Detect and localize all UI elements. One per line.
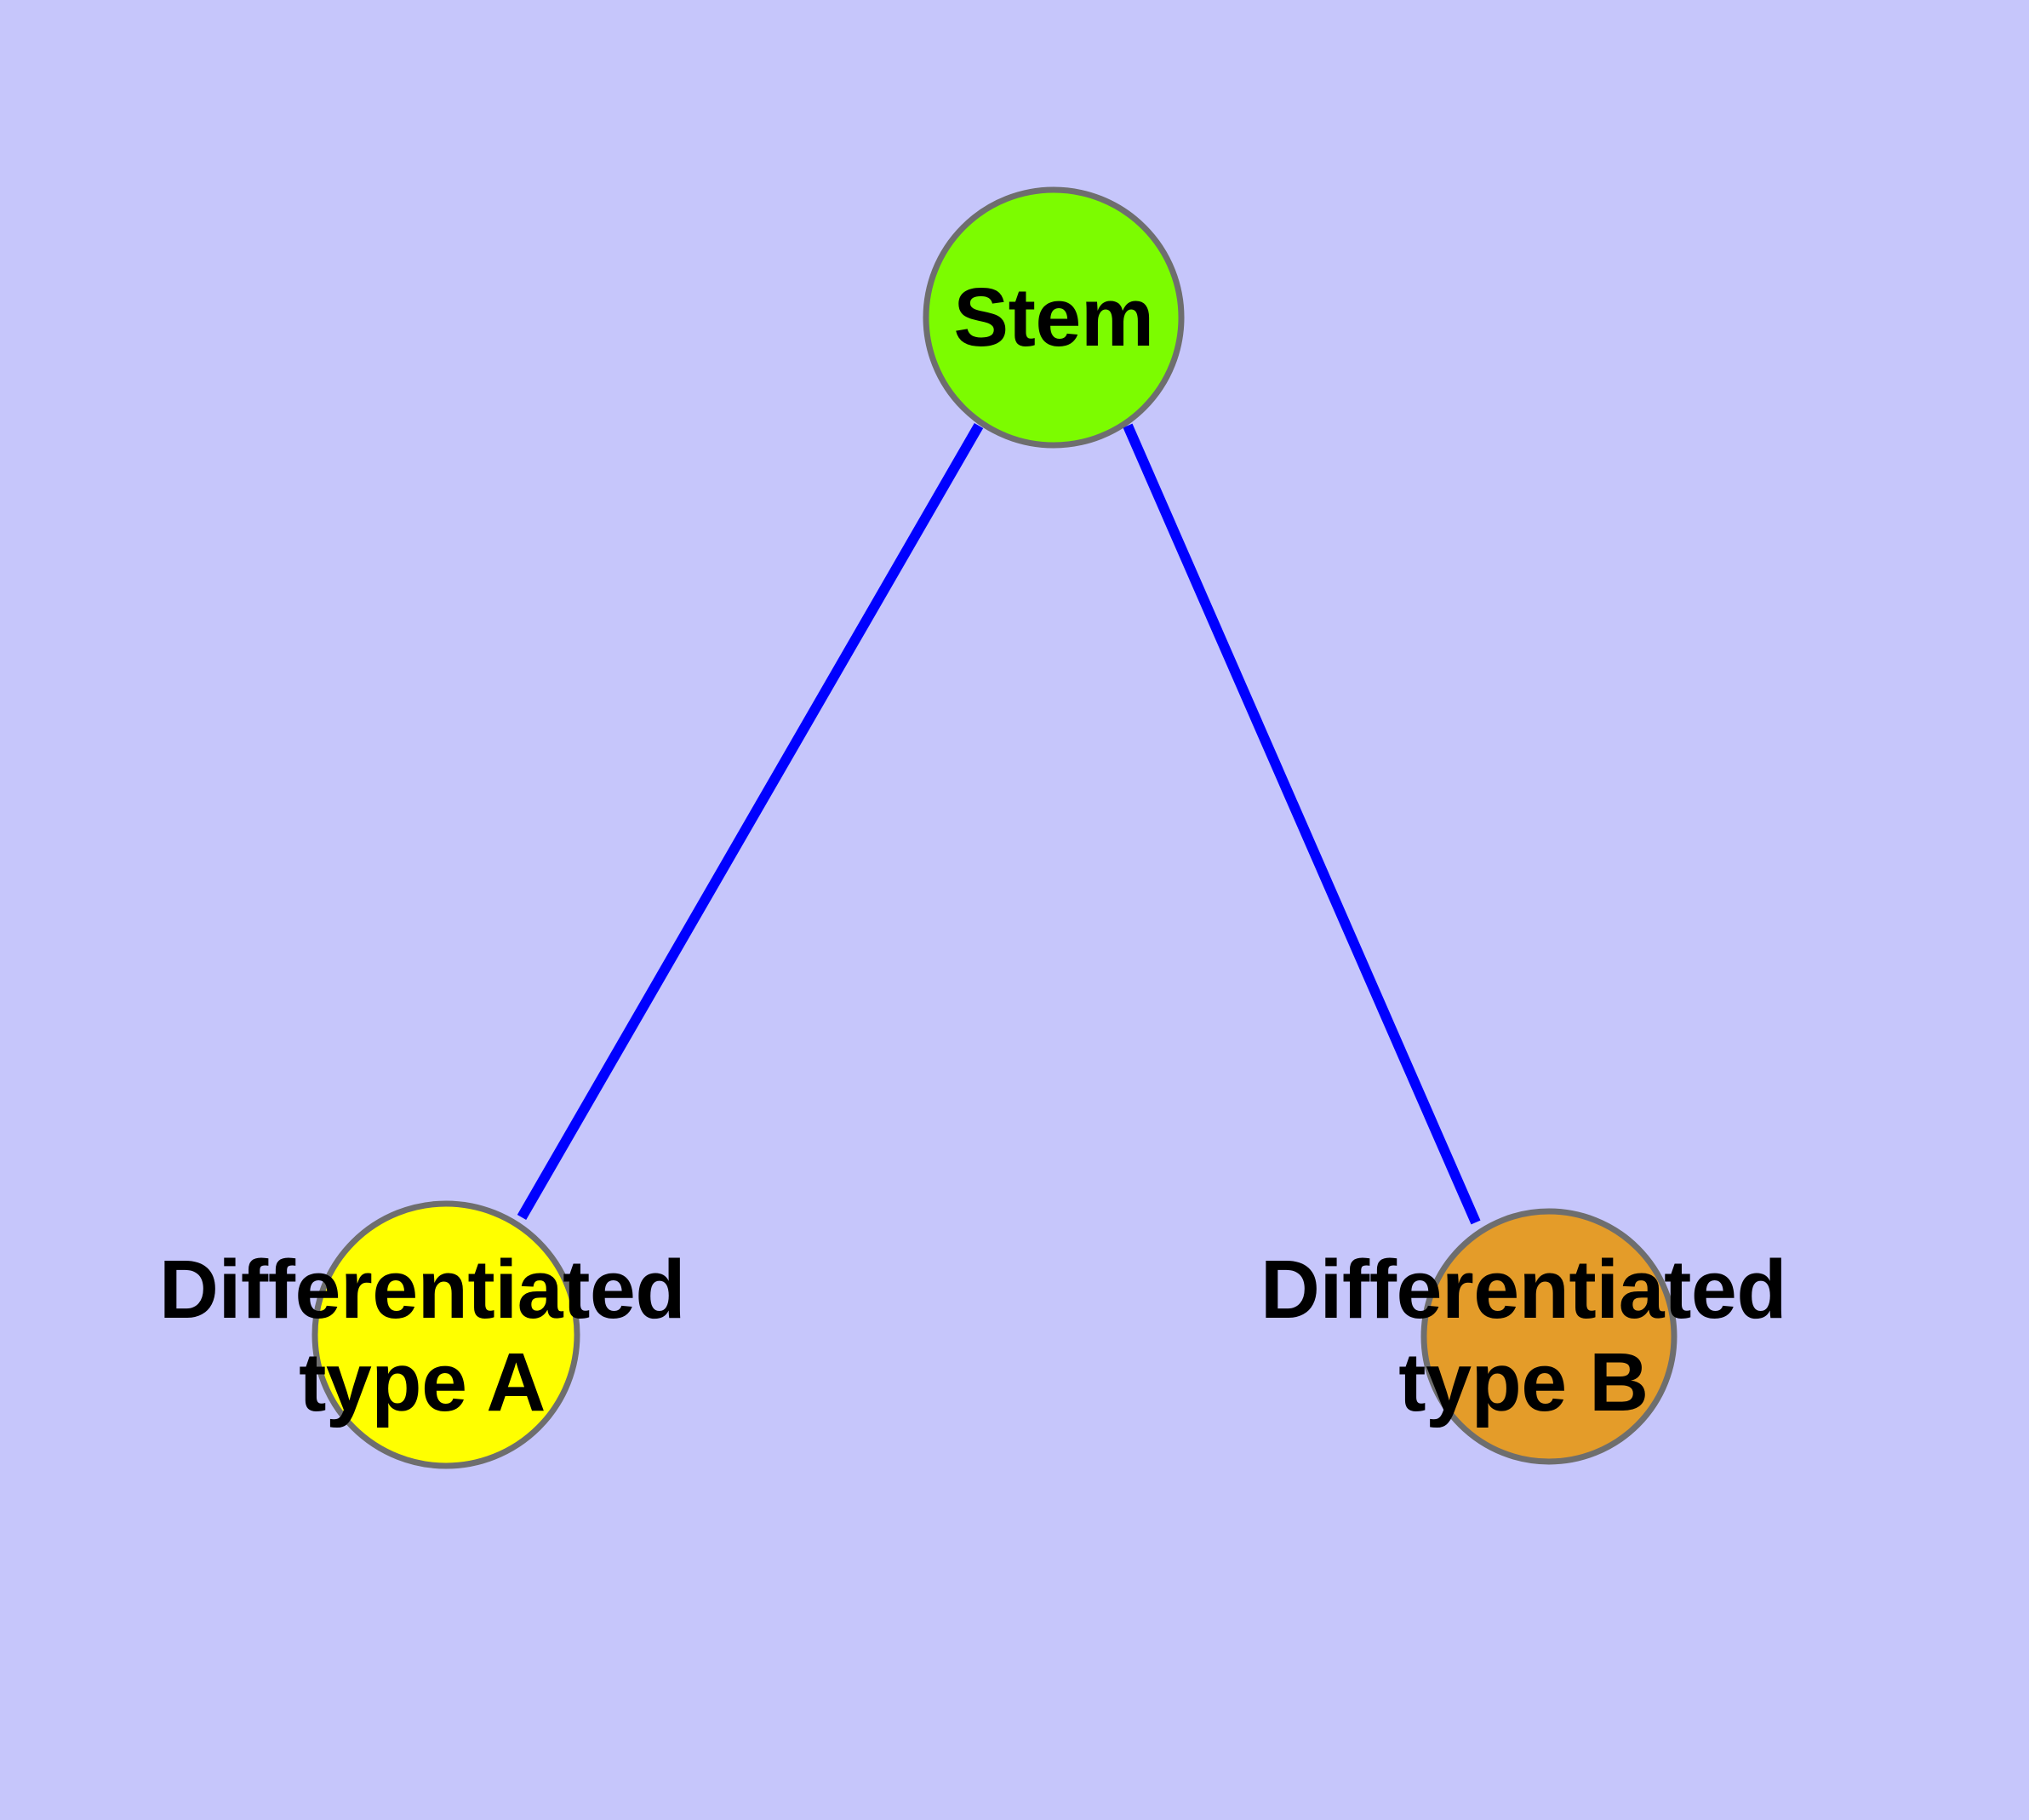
graph-edge-stem-to-diff_b[interactable] [1123, 423, 1481, 1225]
graph-node-diff_a[interactable] [311, 1200, 580, 1469]
graph-edge-stem-to-diff_a[interactable] [517, 422, 984, 1221]
graph-node-diff_b[interactable] [1420, 1208, 1677, 1465]
edges-group [517, 422, 1481, 1225]
nodes-group [311, 186, 1677, 1469]
graph-node-stem[interactable] [923, 186, 1185, 449]
